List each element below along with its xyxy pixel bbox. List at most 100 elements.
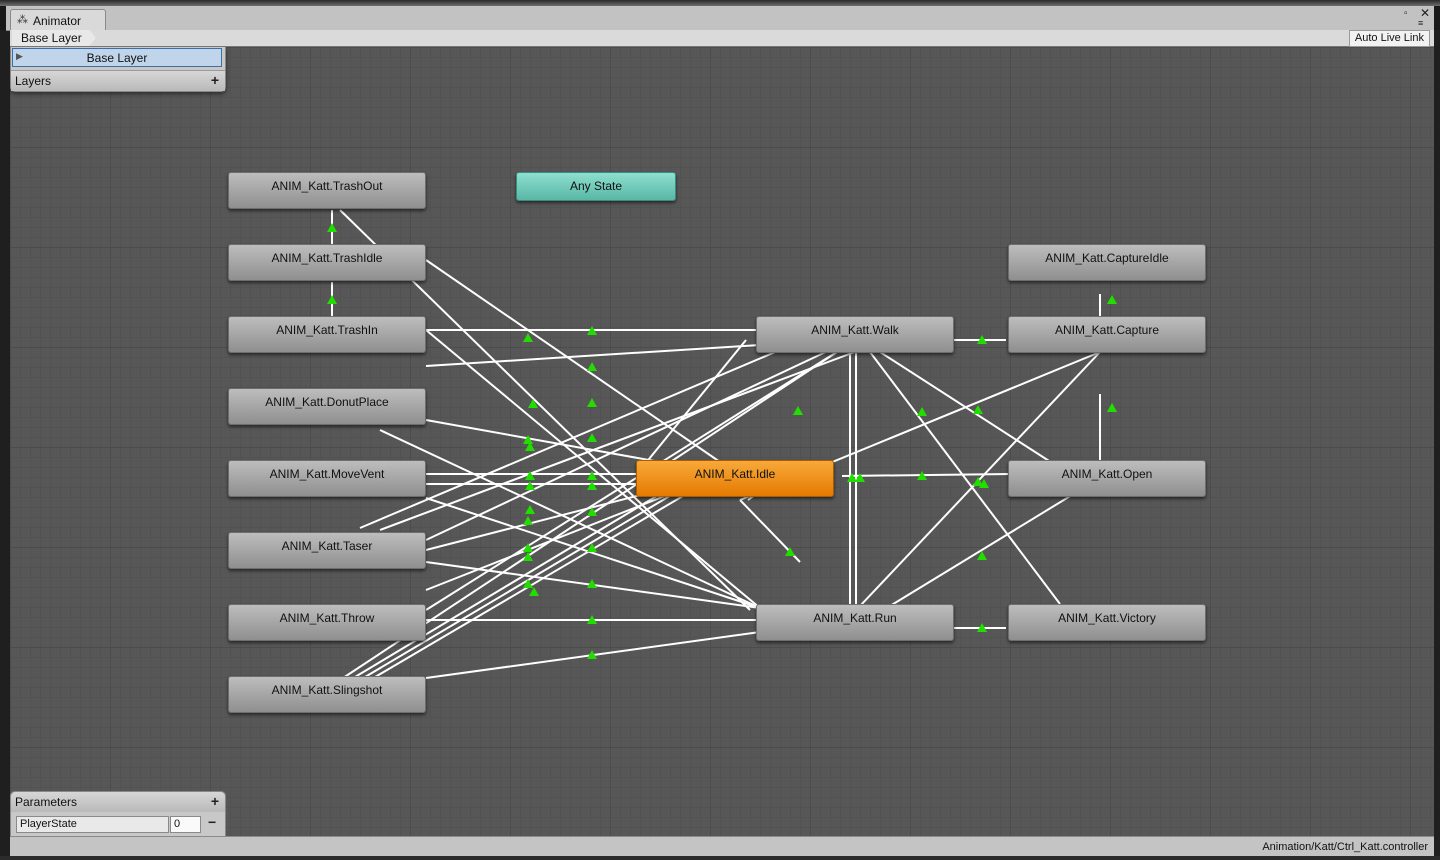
state-capture[interactable]: ANIM_Katt.Capture [1008, 316, 1206, 353]
transition-arrow-icon [847, 473, 857, 482]
state-trashin[interactable]: ANIM_Katt.TrashIn [228, 316, 426, 353]
status-bar: Animation/Katt/Ctrl_Katt.controller [10, 836, 1434, 857]
layer-row-base[interactable]: ▶ Base Layer [12, 48, 222, 67]
tab-animator[interactable]: ⁂ Animator [10, 9, 106, 31]
transition-line[interactable] [369, 485, 701, 681]
transition-arrow-icon [1107, 295, 1117, 304]
transition-lines [327, 209, 1117, 681]
transition-arrow-icon [327, 223, 337, 232]
state-captureidle[interactable]: ANIM_Katt.CaptureIdle [1008, 244, 1206, 281]
transition-line[interactable] [879, 351, 1061, 469]
state-walk[interactable]: ANIM_Katt.Walk [756, 316, 954, 353]
state-label: ANIM_Katt.CaptureIdle [1045, 251, 1169, 265]
transition-arrow-icon [917, 471, 927, 480]
transition-arrow-icon [587, 398, 597, 407]
parameter-name-field[interactable]: PlayerState [16, 816, 169, 833]
transition-arrow-icon [587, 650, 597, 659]
transition-arrow-icon [523, 552, 533, 561]
transition-line[interactable] [425, 419, 661, 463]
window-left-edge [0, 30, 10, 856]
tab-bar: ⁂ Animator ▫ ✕ ≡ [6, 6, 1434, 31]
state-label: ANIM_Katt.Throw [279, 611, 375, 625]
transition-line[interactable] [425, 497, 761, 609]
parameter-value-field[interactable]: 0 [170, 816, 201, 833]
animator-graph-canvas[interactable]: Any State ANIM_Katt.TrashOut ANIM_Katt.T… [10, 47, 1434, 836]
transition-line[interactable] [425, 349, 831, 541]
transition-arrow-icon [587, 543, 597, 552]
transition-arrow-icon [528, 399, 538, 408]
transition-arrow-icon [587, 362, 597, 371]
transition-arrow-icon [523, 543, 533, 552]
transition-line[interactable] [841, 473, 1011, 477]
transition-arrow-icon [587, 433, 597, 442]
state-victory[interactable]: ANIM_Katt.Victory [1008, 604, 1206, 641]
state-label: ANIM_Katt.MoveVent [269, 467, 385, 481]
layers-header: Layers + [11, 70, 225, 91]
remove-parameter-button[interactable]: − [208, 814, 217, 830]
transition-arrow-icon [977, 335, 987, 344]
state-label: ANIM_Katt.DonutPlace [265, 395, 389, 409]
transition-line[interactable] [379, 349, 861, 531]
transition-arrow-icon [587, 471, 597, 480]
state-trashidle[interactable]: ANIM_Katt.TrashIdle [228, 244, 426, 281]
transition-arrow-icon [327, 295, 337, 304]
transition-arrow-icon [977, 551, 987, 560]
transition-line[interactable] [425, 329, 761, 609]
transition-arrow-icon [1107, 403, 1117, 412]
state-open[interactable]: ANIM_Katt.Open [1008, 460, 1206, 497]
state-slingshot[interactable]: ANIM_Katt.Slingshot [228, 676, 426, 713]
animator-icon: ⁂ [17, 14, 28, 26]
transition-arrow-icon [587, 481, 597, 490]
state-label: ANIM_Katt.TrashIn [276, 323, 378, 337]
transition-arrow-icon [587, 579, 597, 588]
state-donutplace[interactable]: ANIM_Katt.DonutPlace [228, 388, 426, 425]
state-taser[interactable]: ANIM_Katt.Taser [228, 532, 426, 569]
add-parameter-button[interactable]: + [210, 793, 219, 809]
window-top-edge [0, 0, 1440, 6]
window-menu-icon[interactable]: ≡ [1418, 18, 1424, 28]
animator-toolbar: Base Layer Auto Live Link [10, 30, 1434, 47]
transition-line[interactable] [425, 489, 661, 551]
transition-line[interactable] [425, 489, 681, 591]
transition-line[interactable] [889, 483, 1091, 607]
transition-arrow-icon [973, 477, 983, 486]
transition-line[interactable] [859, 351, 1101, 607]
transition-arrow-icon [855, 473, 865, 482]
transition-arrow-icon [917, 407, 927, 416]
transition-line[interactable] [635, 339, 747, 476]
state-movevent[interactable]: ANIM_Katt.MoveVent [228, 460, 426, 497]
transition-arrow-icon [529, 587, 539, 596]
state-label: ANIM_Katt.Victory [1058, 611, 1156, 625]
state-anystate[interactable]: Any State [516, 172, 676, 201]
state-run[interactable]: ANIM_Katt.Run [756, 604, 954, 641]
state-label: Any State [569, 179, 623, 193]
tab-label: Animator [33, 14, 82, 28]
add-layer-button[interactable]: + [210, 72, 219, 88]
state-label: ANIM_Katt.TrashOut [271, 179, 383, 193]
transition-arrow-icon [523, 435, 533, 444]
transition-arrow-icon [523, 579, 533, 588]
transition-line[interactable] [359, 349, 781, 529]
breadcrumb[interactable]: Base Layer [12, 30, 96, 46]
layers-panel: ▶ Base Layer Layers + [10, 47, 226, 92]
transition-line[interactable] [425, 259, 721, 463]
close-icon[interactable]: ✕ [1420, 6, 1431, 20]
state-label: ANIM_Katt.TrashIdle [271, 251, 383, 265]
state-label: ANIM_Katt.Capture [1054, 323, 1160, 337]
window-right-edge [1434, 30, 1440, 856]
transition-line[interactable] [425, 344, 761, 367]
transition-line[interactable] [425, 349, 841, 611]
transition-arrow-icon [525, 442, 535, 451]
state-throw[interactable]: ANIM_Katt.Throw [228, 604, 426, 641]
state-trashout[interactable]: ANIM_Katt.TrashOut [228, 172, 426, 209]
auto-live-link-toggle[interactable]: Auto Live Link [1348, 30, 1430, 47]
state-label: ANIM_Katt.Run [813, 611, 897, 625]
transition-arrow-icon [587, 326, 597, 335]
transition-arrow-icon [785, 547, 795, 556]
maximize-icon[interactable]: ▫ [1404, 8, 1408, 19]
transition-line[interactable] [869, 351, 1061, 605]
transition-line[interactable] [359, 477, 701, 681]
state-idle-default[interactable]: ANIM_Katt.Idle [636, 460, 834, 497]
transition-arrow-icon [587, 615, 597, 624]
expand-arrow-icon[interactable]: ▶ [16, 51, 23, 61]
